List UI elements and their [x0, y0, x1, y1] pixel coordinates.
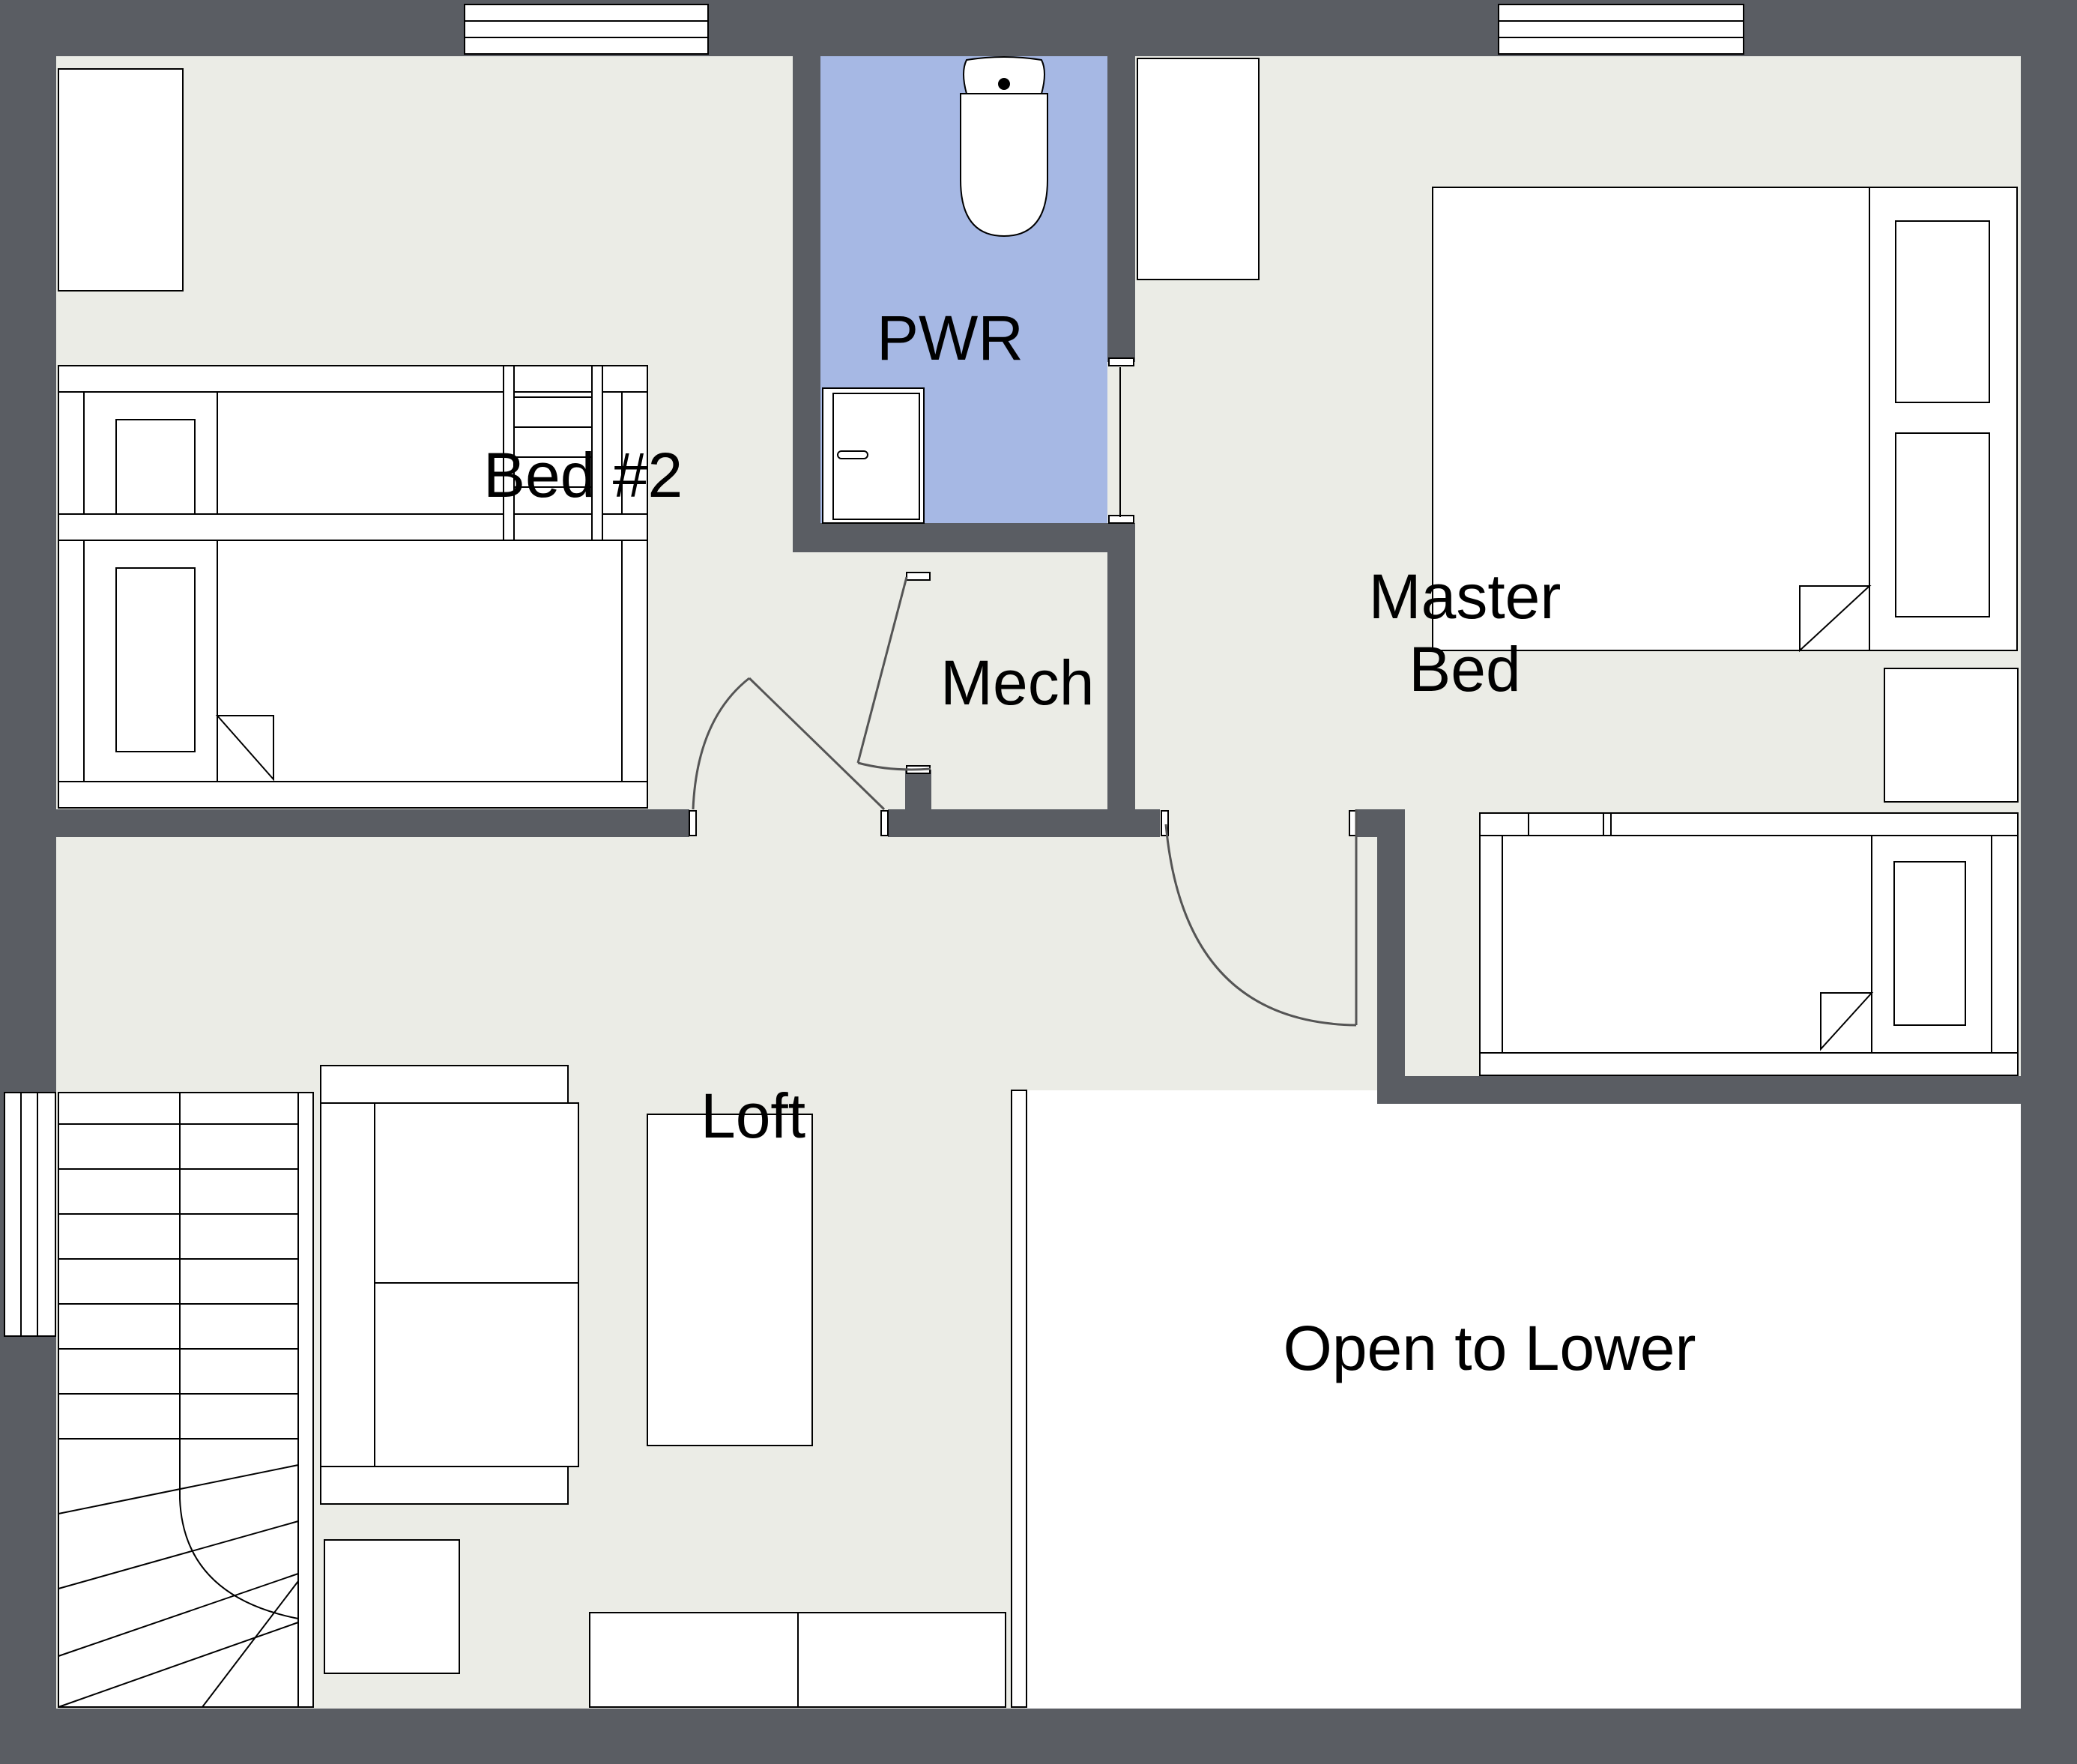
master-dresser — [1137, 58, 1260, 280]
sofa — [320, 1065, 579, 1505]
staircase-icon — [58, 1092, 314, 1708]
master-bed — [1432, 187, 2018, 653]
room-label-pwr: PWR — [877, 303, 1024, 373]
railing — [1011, 1090, 1027, 1708]
open-to-lower-area — [1025, 1090, 2021, 1709]
door-swing-icon — [692, 677, 886, 811]
window-icon — [4, 1092, 56, 1337]
bunk-bed — [58, 365, 648, 809]
room-label-loft: Loft — [701, 1081, 805, 1151]
window-icon — [464, 4, 709, 55]
sink-icon — [822, 387, 925, 524]
door-openings — [689, 357, 1357, 837]
nightstand — [1884, 668, 2019, 803]
dresser — [58, 68, 184, 292]
room-label-master: Master — [1369, 561, 1561, 632]
coffee-table — [647, 1114, 813, 1446]
room-label-mech: Mech — [940, 647, 1094, 718]
side-table — [324, 1539, 460, 1674]
room-label-open: Open to Lower — [1283, 1313, 1696, 1383]
media-console — [589, 1612, 1006, 1708]
master-single-bed — [1479, 812, 2019, 1076]
interior-walls — [56, 56, 2021, 1104]
room-label-bed2: Bed #2 — [483, 440, 683, 510]
door-swing-icon — [856, 576, 931, 771]
window-icon — [1498, 4, 1744, 55]
room-label-master-bed: Bed — [1409, 634, 1520, 704]
door-swing-icon — [1164, 809, 1358, 1027]
toilet-icon — [960, 56, 1048, 238]
